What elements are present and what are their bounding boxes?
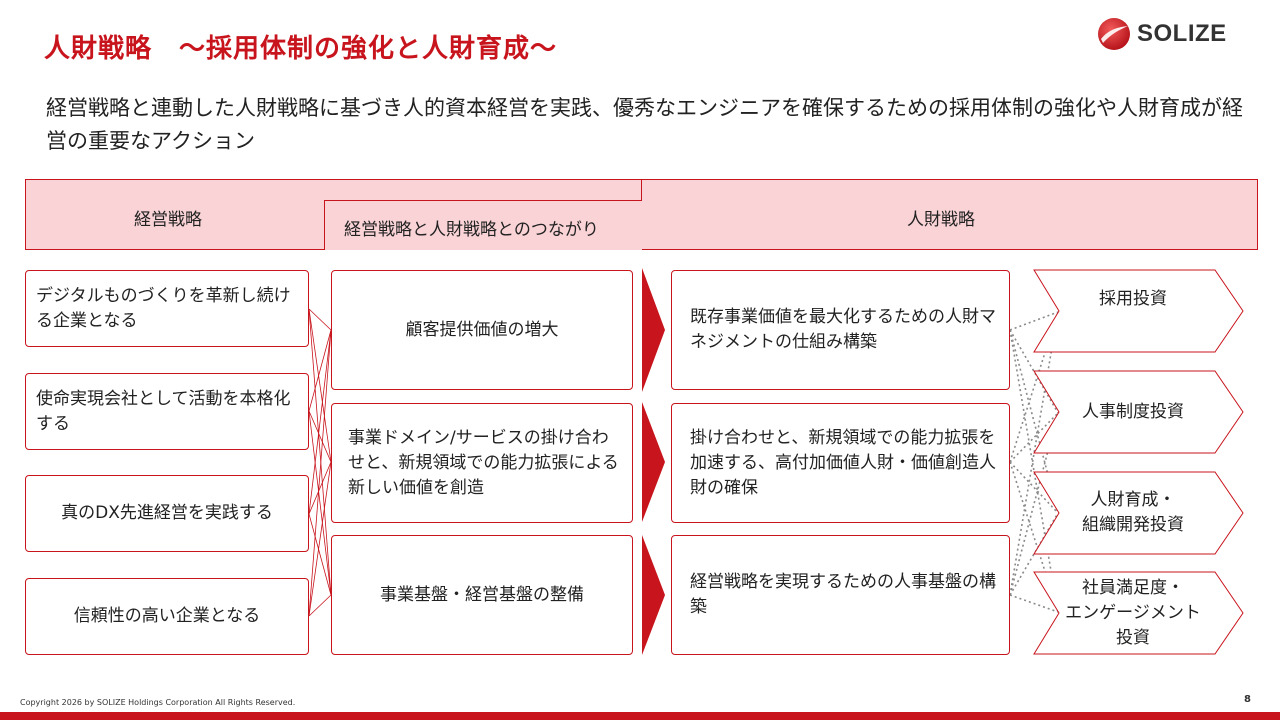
management-item: 使命実現会社として活動を本格化する [25, 373, 309, 450]
connection-item: 事業ドメイン/サービスの掛け合わせと、新規領域での能力拡張による新しい価値を創造 [331, 403, 633, 523]
investment-label: 採用投資 [1099, 288, 1167, 309]
investment-label: 人事制度投資 [1082, 401, 1184, 422]
management-item: デジタルものづくりを革新し続ける企業となる [25, 270, 309, 347]
slide-subtitle: 経営戦略と連動した人財戦略に基づき人的資本経営を実践、優秀なエンジニアを確保する… [46, 96, 1243, 153]
hr-strategy-item: 掛け合わせと、新規領域での能力拡張を加速する、高付加価値人財・価値創造人財の確保 [671, 403, 1010, 523]
connection-header: 経営戦略と人財戦略とのつながり [344, 220, 599, 240]
arrow-right-icon [642, 402, 665, 522]
footer-bar [0, 712, 1280, 720]
management-item: 真のDX先進経営を実践する [25, 475, 309, 552]
connection-header-box [324, 200, 642, 250]
page-number: 8 [1244, 694, 1251, 705]
management-item: 信頼性の高い企業となる [25, 578, 309, 655]
logo-text: SOLIZE [1137, 20, 1227, 47]
investment-chevron: 人財育成・ 組織開発投資 [1033, 471, 1245, 555]
investment-dotted-lines [1009, 311, 1059, 613]
copyright-text: Copyright 2026 by SOLIZE Holdings Corpor… [20, 698, 296, 707]
management-strategy-header: 経営戦略 [134, 210, 202, 230]
management-connection-lines [308, 308, 332, 617]
hr-strategy-item: 既存事業価値を最大化するための人財マネジメントの仕組み構築 [671, 270, 1010, 390]
investment-label: 人財育成・ 組織開発投資 [1082, 490, 1184, 535]
connection-item: 顧客提供価値の増大 [331, 270, 633, 390]
connection-item: 事業基盤・経営基盤の整備 [331, 535, 633, 655]
arrow-right-icon [642, 535, 665, 655]
hr-strategy-header: 人財戦略 [907, 210, 975, 230]
solize-logo-icon [1098, 18, 1130, 50]
solize-logo: SOLIZE [1097, 16, 1252, 52]
slide-title: 人財戦略 ～採用体制の強化と人財育成～ [44, 34, 558, 64]
hr-strategy-item: 経営戦略を実現するための人事基盤の構築 [671, 535, 1010, 655]
investment-label: 社員満足度・ エンゲージメント 投資 [1065, 577, 1201, 648]
investment-chevron: 人事制度投資 [1033, 370, 1245, 454]
arrow-right-icon [642, 268, 665, 392]
investment-chevron: 採用投資 [1033, 269, 1245, 353]
investment-chevron: 社員満足度・ エンゲージメント 投資 [1033, 571, 1245, 655]
